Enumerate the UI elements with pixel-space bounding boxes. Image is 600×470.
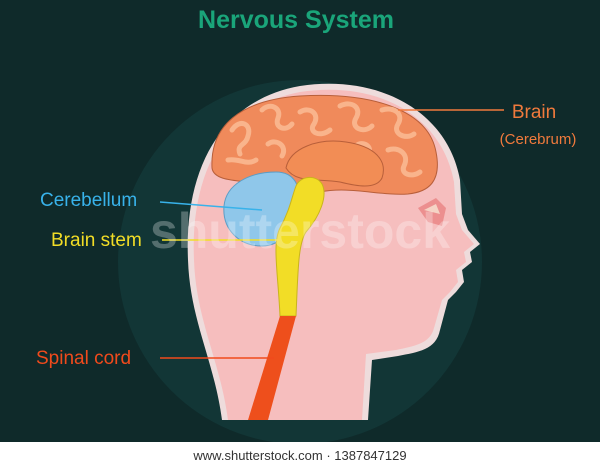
label-cerebellum: Cerebellum bbox=[40, 190, 137, 211]
label-brain: Brain bbox=[512, 102, 556, 123]
watermark: shutterstock bbox=[150, 203, 450, 259]
label-cerebrum: (Cerebrum) bbox=[500, 131, 577, 148]
brain-stem bbox=[275, 177, 325, 317]
label-brain-stem: Brain stem bbox=[51, 230, 142, 251]
cerebellum-pointer-line bbox=[159, 201, 263, 211]
label-spinal-cord: Spinal cord bbox=[36, 348, 131, 369]
nasal-detail bbox=[424, 204, 440, 214]
diagram-title: Nervous System bbox=[198, 6, 394, 34]
stock-footer: www.shutterstock.com · 1387847129 bbox=[0, 442, 600, 470]
inner-brain bbox=[285, 140, 384, 187]
spinal-cord bbox=[248, 316, 296, 420]
